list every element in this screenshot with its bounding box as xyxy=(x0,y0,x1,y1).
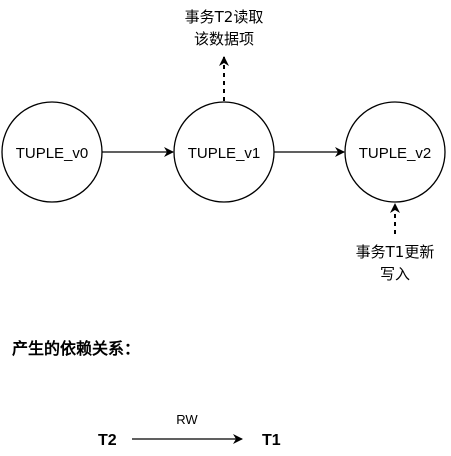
t1-write-note-line2: 写入 xyxy=(380,265,410,283)
tuple-node-v2-label: TUPLE_v2 xyxy=(359,145,432,162)
tuple-node-v1-label: TUPLE_v1 xyxy=(188,145,261,162)
t2-read-note-line1: 事务T2读取 xyxy=(185,8,264,26)
dependency-edge-label: RW xyxy=(176,412,198,427)
dependency-from-node: T2 xyxy=(98,432,117,449)
tuple-node-v2: TUPLE_v2 xyxy=(344,101,446,203)
t1-write-note-line1: 事务T1更新 xyxy=(356,243,435,261)
t2-read-note-line2: 该数据项 xyxy=(194,30,254,48)
tuple-node-v1: TUPLE_v1 xyxy=(173,101,275,203)
tuple-node-v0-label: TUPLE_v0 xyxy=(16,145,89,162)
dependency-section-title: 产生的依赖关系： xyxy=(12,339,140,358)
tuple-node-v0: TUPLE_v0 xyxy=(1,101,103,203)
dependency-to-node: T1 xyxy=(262,432,281,449)
